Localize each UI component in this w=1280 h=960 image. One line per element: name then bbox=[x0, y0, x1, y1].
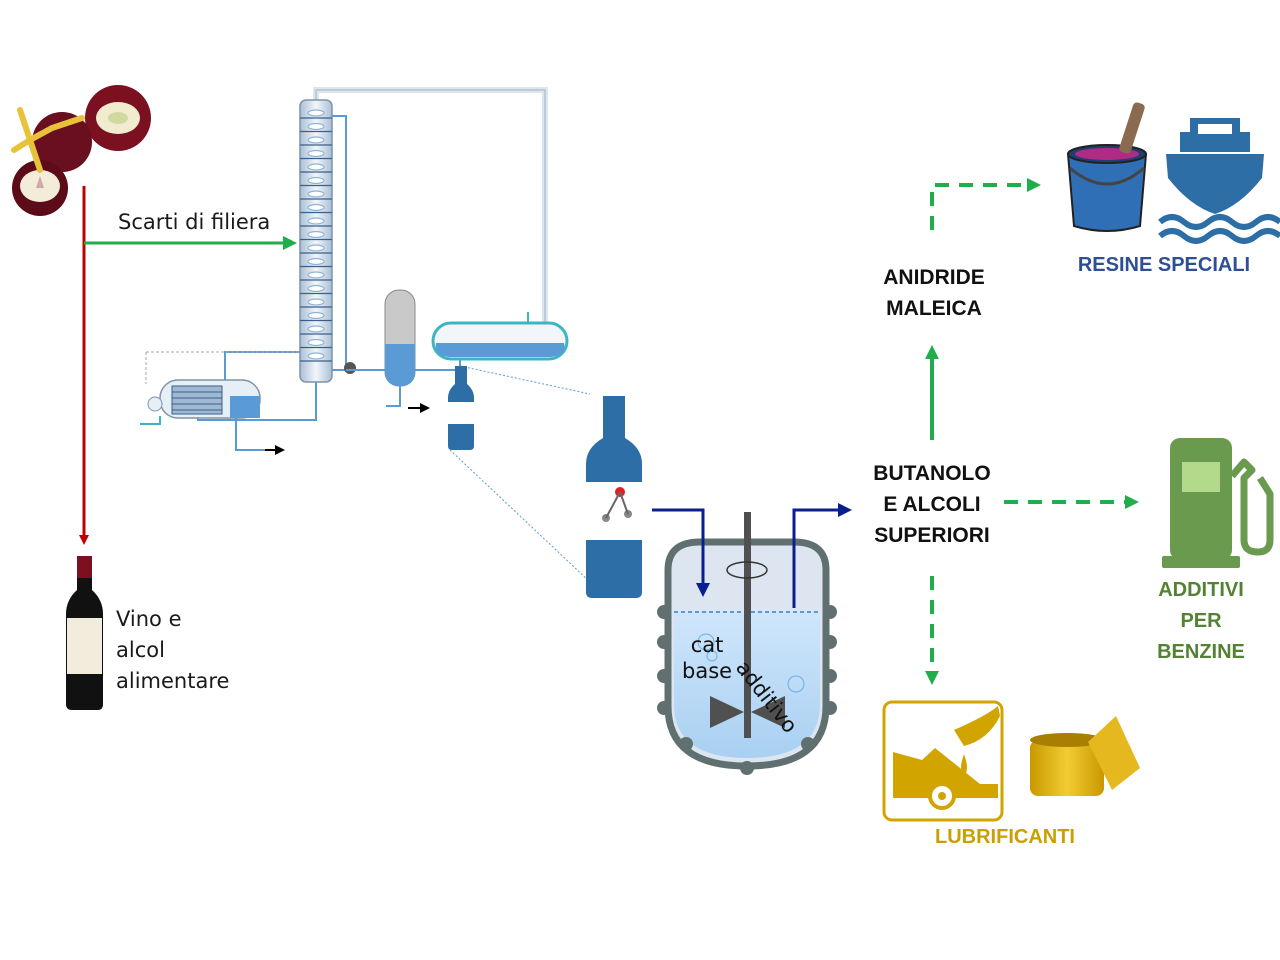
ship-icon bbox=[1158, 118, 1280, 244]
resine-label: RESINE SPECIALI bbox=[1077, 254, 1251, 276]
lubrificanti-label: LUBRIFICANTI bbox=[935, 826, 1075, 848]
wine-bottle-icon bbox=[66, 556, 103, 710]
bottle-icon bbox=[448, 366, 591, 583]
scarti-label: Scarti di filiera bbox=[118, 210, 271, 234]
reactor-catalyst-label: cat base bbox=[682, 633, 733, 683]
reactor-icon bbox=[652, 503, 852, 775]
cosmetic-jar-icon bbox=[1030, 716, 1140, 796]
reboiler-icon bbox=[140, 351, 300, 455]
car-oil-icon bbox=[882, 700, 1004, 822]
fuel-pump-icon bbox=[1162, 438, 1274, 568]
paint-bucket-icon bbox=[1066, 102, 1148, 232]
anidride-label: ANIDRIDE MALEICA bbox=[883, 266, 985, 320]
bottle-icon bbox=[586, 396, 642, 598]
grape-icon bbox=[11, 85, 151, 216]
reflux-drum-icon bbox=[346, 289, 461, 413]
condenser-icon bbox=[431, 312, 591, 395]
butanolo-label: BUTANOLO E ALCOLI SUPERIORI bbox=[873, 462, 991, 547]
distillation-column-icon bbox=[197, 87, 548, 421]
vino-label: Vino e alcol alimentare bbox=[116, 607, 230, 693]
additivi-label: ADDITIVI PER BENZINE bbox=[1157, 579, 1245, 663]
